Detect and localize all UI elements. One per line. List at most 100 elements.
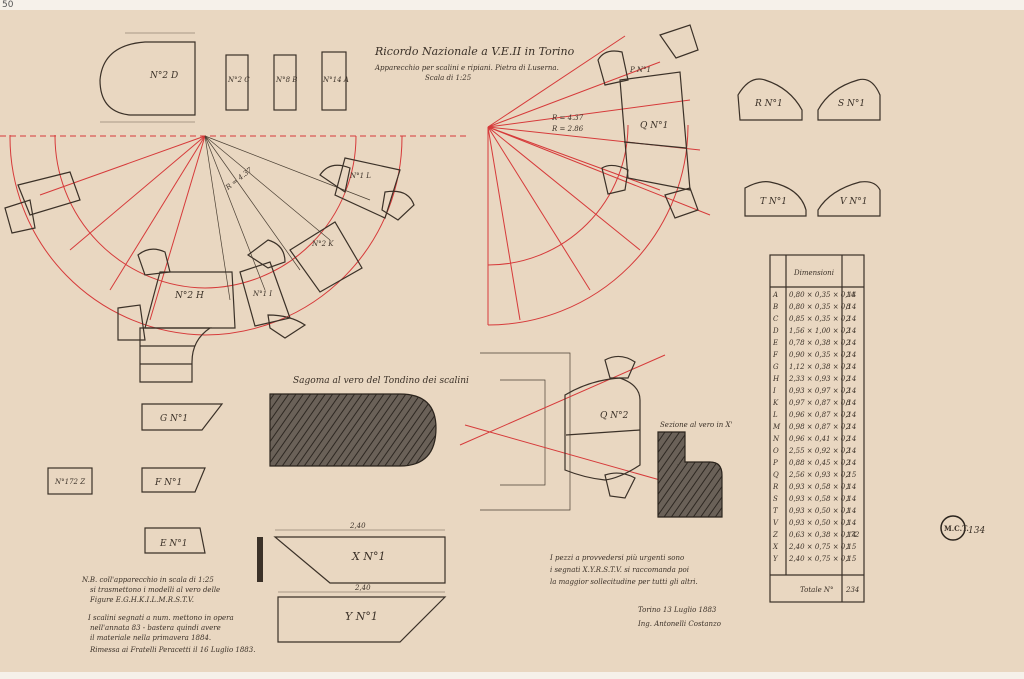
table-cell-dims: 0,93 × 0,97 × 0,14 (789, 387, 856, 395)
notes-left: N.B. coll'apparecchio in scala di 1:25 s… (81, 576, 255, 654)
slab-y: 2,40 Y N°1 (277, 584, 447, 643)
piece-stack-left: G N°1 F N°1 E N°1 N°172 Z (47, 327, 224, 554)
table-cell-count: 8 (846, 399, 851, 407)
dim-y: 2,40 (354, 584, 371, 592)
label-y: Y N°1 (345, 610, 378, 623)
svg-text:N.B. coll'apparecchio in scala: N.B. coll'apparecchio in scala di 1:25 (81, 576, 214, 584)
label-g: G N°1 (160, 414, 188, 424)
table-cell-count: 2 (845, 339, 851, 347)
table-cell-count: 2 (845, 411, 851, 419)
table-cell-count: 2 (845, 471, 851, 479)
label-n1-i: N°1 I (252, 290, 272, 298)
table-cell-dims: 2,56 × 0,93 × 0,15 (788, 471, 857, 479)
table-cell-dims: 0,78 × 0,38 × 0,14 (789, 339, 856, 347)
right-radius-1: R = 4.37 (551, 114, 584, 122)
title-line1: Ricordo Nazionale a V.E.II in Torino (374, 45, 575, 58)
table-cell-count: 2 (845, 387, 851, 395)
table-cell-count: 14 (846, 291, 855, 299)
table-cell-letter: I (772, 387, 776, 395)
table-cell-letter: B (772, 303, 778, 311)
table-cell-letter: L (772, 411, 778, 419)
table-cell-count: 2 (845, 423, 851, 431)
dim-x: 2,40 (349, 522, 366, 530)
label-s: S N°1 (838, 99, 865, 109)
table-cell-dims: 1,56 × 1,00 × 0,14 (789, 327, 856, 335)
table-cell-letter: G (773, 363, 779, 371)
signature: Ing. Antonelli Costanzo (637, 620, 721, 628)
label-n14-a: N°14 A (322, 76, 349, 84)
table-cell-letter: S (773, 495, 778, 503)
total-label: Totale N° (800, 586, 834, 594)
title-scale: Scala di 1:25 (425, 74, 472, 82)
table-cell-dims: 0,93 × 0,50 × 0,14 (789, 507, 856, 515)
svg-text:Rimessa ai Fratelli Peracetti: Rimessa ai Fratelli Peracetti il 16 Lugl… (89, 646, 255, 654)
svg-text:I scalini segnati a num. metto: I scalini segnati a num. mettono in oper… (87, 614, 234, 622)
label-n1-l: N°1 L (349, 172, 371, 180)
piece-b: N°8 B (273, 54, 297, 111)
label-q-mid: Q N°2 (600, 411, 629, 421)
right-radius-2: R = 2.86 (551, 125, 584, 133)
table-cell-dims: 0,93 × 0,58 × 0,14 (789, 495, 856, 503)
table-cell-dims: 0,80 × 0,35 × 0,14 (789, 291, 856, 299)
table-cell-count: 172 (846, 531, 860, 539)
label-r: R N°1 (754, 99, 783, 109)
table-cell-count: 1 (846, 483, 850, 491)
table-cell-count: 2 (845, 459, 851, 467)
table-cell-dims: 0,97 × 0,87 × 0,14 (789, 399, 856, 407)
table-cell-dims: 0,85 × 0,35 × 0,14 (789, 315, 856, 323)
table-cell-letter: X (772, 543, 779, 551)
table-cell-count: 1 (846, 495, 850, 503)
table-cell-count: 2 (845, 375, 851, 383)
archive-stamp: M.C.T. 134 (940, 515, 985, 541)
table-cell-letter: R (772, 483, 779, 491)
table-cell-count: 2 (845, 363, 851, 371)
table-cell-count: 1 (846, 519, 850, 527)
piece-a: N°14 A (321, 51, 349, 111)
label-p: P N°1 (629, 66, 651, 74)
table-cell-letter: M (772, 423, 781, 431)
table-cell-dims: 2,40 × 0,75 × 0,15 (788, 555, 857, 563)
table-cell-dims: 0,90 × 0,35 × 0,14 (789, 351, 856, 359)
stamp-number: 134 (968, 526, 985, 536)
table-cell-dims: 0,96 × 0,41 × 0,14 (789, 435, 856, 443)
table-cell-letter: Z (772, 531, 778, 539)
table-header: Dimensioni (793, 269, 834, 277)
table-row: C 0,85 × 0,35 × 0,142 (773, 315, 856, 323)
tondino-profile: Sagoma al vero del Tondino dei scalini (269, 376, 469, 467)
table-cell-count: 2 (845, 315, 851, 323)
table-cell-letter: C (773, 315, 779, 323)
svg-text:si trasmettono i modelli al ve: si trasmettono i modelli al vero delle (90, 586, 220, 594)
svg-text:la maggior sollecitudine per t: la maggior sollecitudine per tutti gli a… (550, 578, 698, 586)
piece-d: N°2 D (99, 32, 196, 123)
table-row: S 0,93 × 0,58 × 0,141 (773, 495, 856, 503)
svg-text:nell'annata 83 - bastera quind: nell'annata 83 - bastera quindi avere (90, 624, 221, 632)
table-cell-count: 2 (845, 447, 851, 455)
table-cell-count: 1 (846, 555, 850, 563)
table-cell-dims: 0,88 × 0,45 × 0,14 (789, 459, 856, 467)
label-z: N°172 Z (54, 478, 85, 486)
date: Torino 13 Luglio 1883 (638, 606, 717, 614)
title-line2: Apparecchio per scalini e ripiani. Pietr… (374, 64, 559, 72)
table-cell-count: 2 (845, 435, 851, 443)
label-q-top: Q N°1 (640, 121, 668, 131)
label-n2-c: N°2 C (227, 76, 250, 84)
notes-center: I pezzi a provvedersi più urgenti sono i… (549, 554, 721, 628)
sezione-caption: Sezione al vero in X' (660, 421, 732, 429)
